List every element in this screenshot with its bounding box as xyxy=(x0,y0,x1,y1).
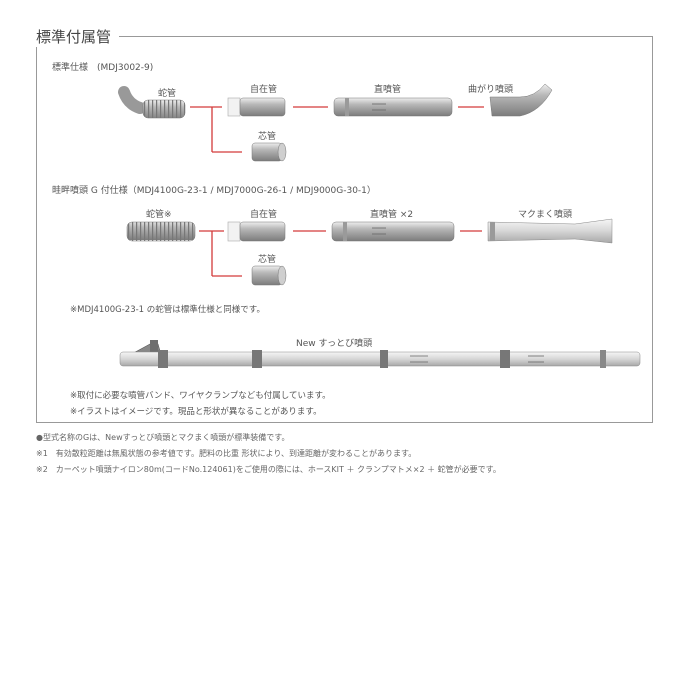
section3-note-2: ※イラストはイメージです。現品と形状が異なることがあります。 xyxy=(70,407,322,417)
label-jizai-1: 自在管 xyxy=(250,85,278,95)
label-chokufun-1: 直噴管 xyxy=(374,85,402,95)
section2-heading: 畦畔噴頭 G 付仕様（MDJ4100G-23-1 / MDJ7000G-26-1… xyxy=(52,186,376,196)
label-magari: 曲がり噴頭 xyxy=(468,85,514,95)
shinkan-core-1 xyxy=(251,142,287,162)
shinkan-core-2 xyxy=(251,265,287,286)
label-shinkan-1: 芯管 xyxy=(258,132,277,142)
footnote-3: ※2 カーペット噴頭ナイロン80m(コードNo.124061)をご使用の際には、… xyxy=(36,465,501,474)
makumaku-nozzle xyxy=(487,218,613,244)
label-shinkan-2: 芯管 xyxy=(258,255,277,265)
label-makumaku: マクまく噴頭 xyxy=(518,210,573,220)
section3-note-1: ※取付に必要な噴管バンド、ワイヤクランプなども付属しています。 xyxy=(70,391,331,401)
jizai-pipe-1 xyxy=(227,97,286,117)
section1-heading: 標準仕様 (MDJ3002-9) xyxy=(52,63,154,73)
label-jabara-1: 蛇管 xyxy=(158,89,177,99)
label-jabara-2: 蛇管※ xyxy=(146,210,172,220)
jizai-pipe-2 xyxy=(227,221,286,242)
jabara-hose-1 xyxy=(118,86,186,119)
magari-nozzle xyxy=(489,83,553,117)
footnote-2: ※1 有効散粒距離は無風状態の参考値です。肥料の比重 形状により、到達距離が変わ… xyxy=(36,449,417,458)
section2-note: ※MDJ4100G-23-1 の蛇管は標準仕様と同様です。 xyxy=(70,305,265,315)
label-chokufun-2: 直噴管 ×2 xyxy=(370,210,414,220)
footnote-1: ●型式名称のGは、Newすっとび噴頭とマクまく噴頭が標準装備です。 xyxy=(36,433,290,442)
content-frame xyxy=(36,36,653,423)
label-jizai-2: 自在管 xyxy=(250,210,278,220)
jabara-hose-2 xyxy=(126,221,196,242)
chokufun-pipe-2 xyxy=(331,221,455,242)
chokufun-pipe-1 xyxy=(333,97,453,117)
label-suttobi: New すっとび噴頭 xyxy=(296,339,373,349)
suttobi-nozzle-assembly xyxy=(119,340,641,368)
page-title: 標準付属管 xyxy=(36,26,120,47)
